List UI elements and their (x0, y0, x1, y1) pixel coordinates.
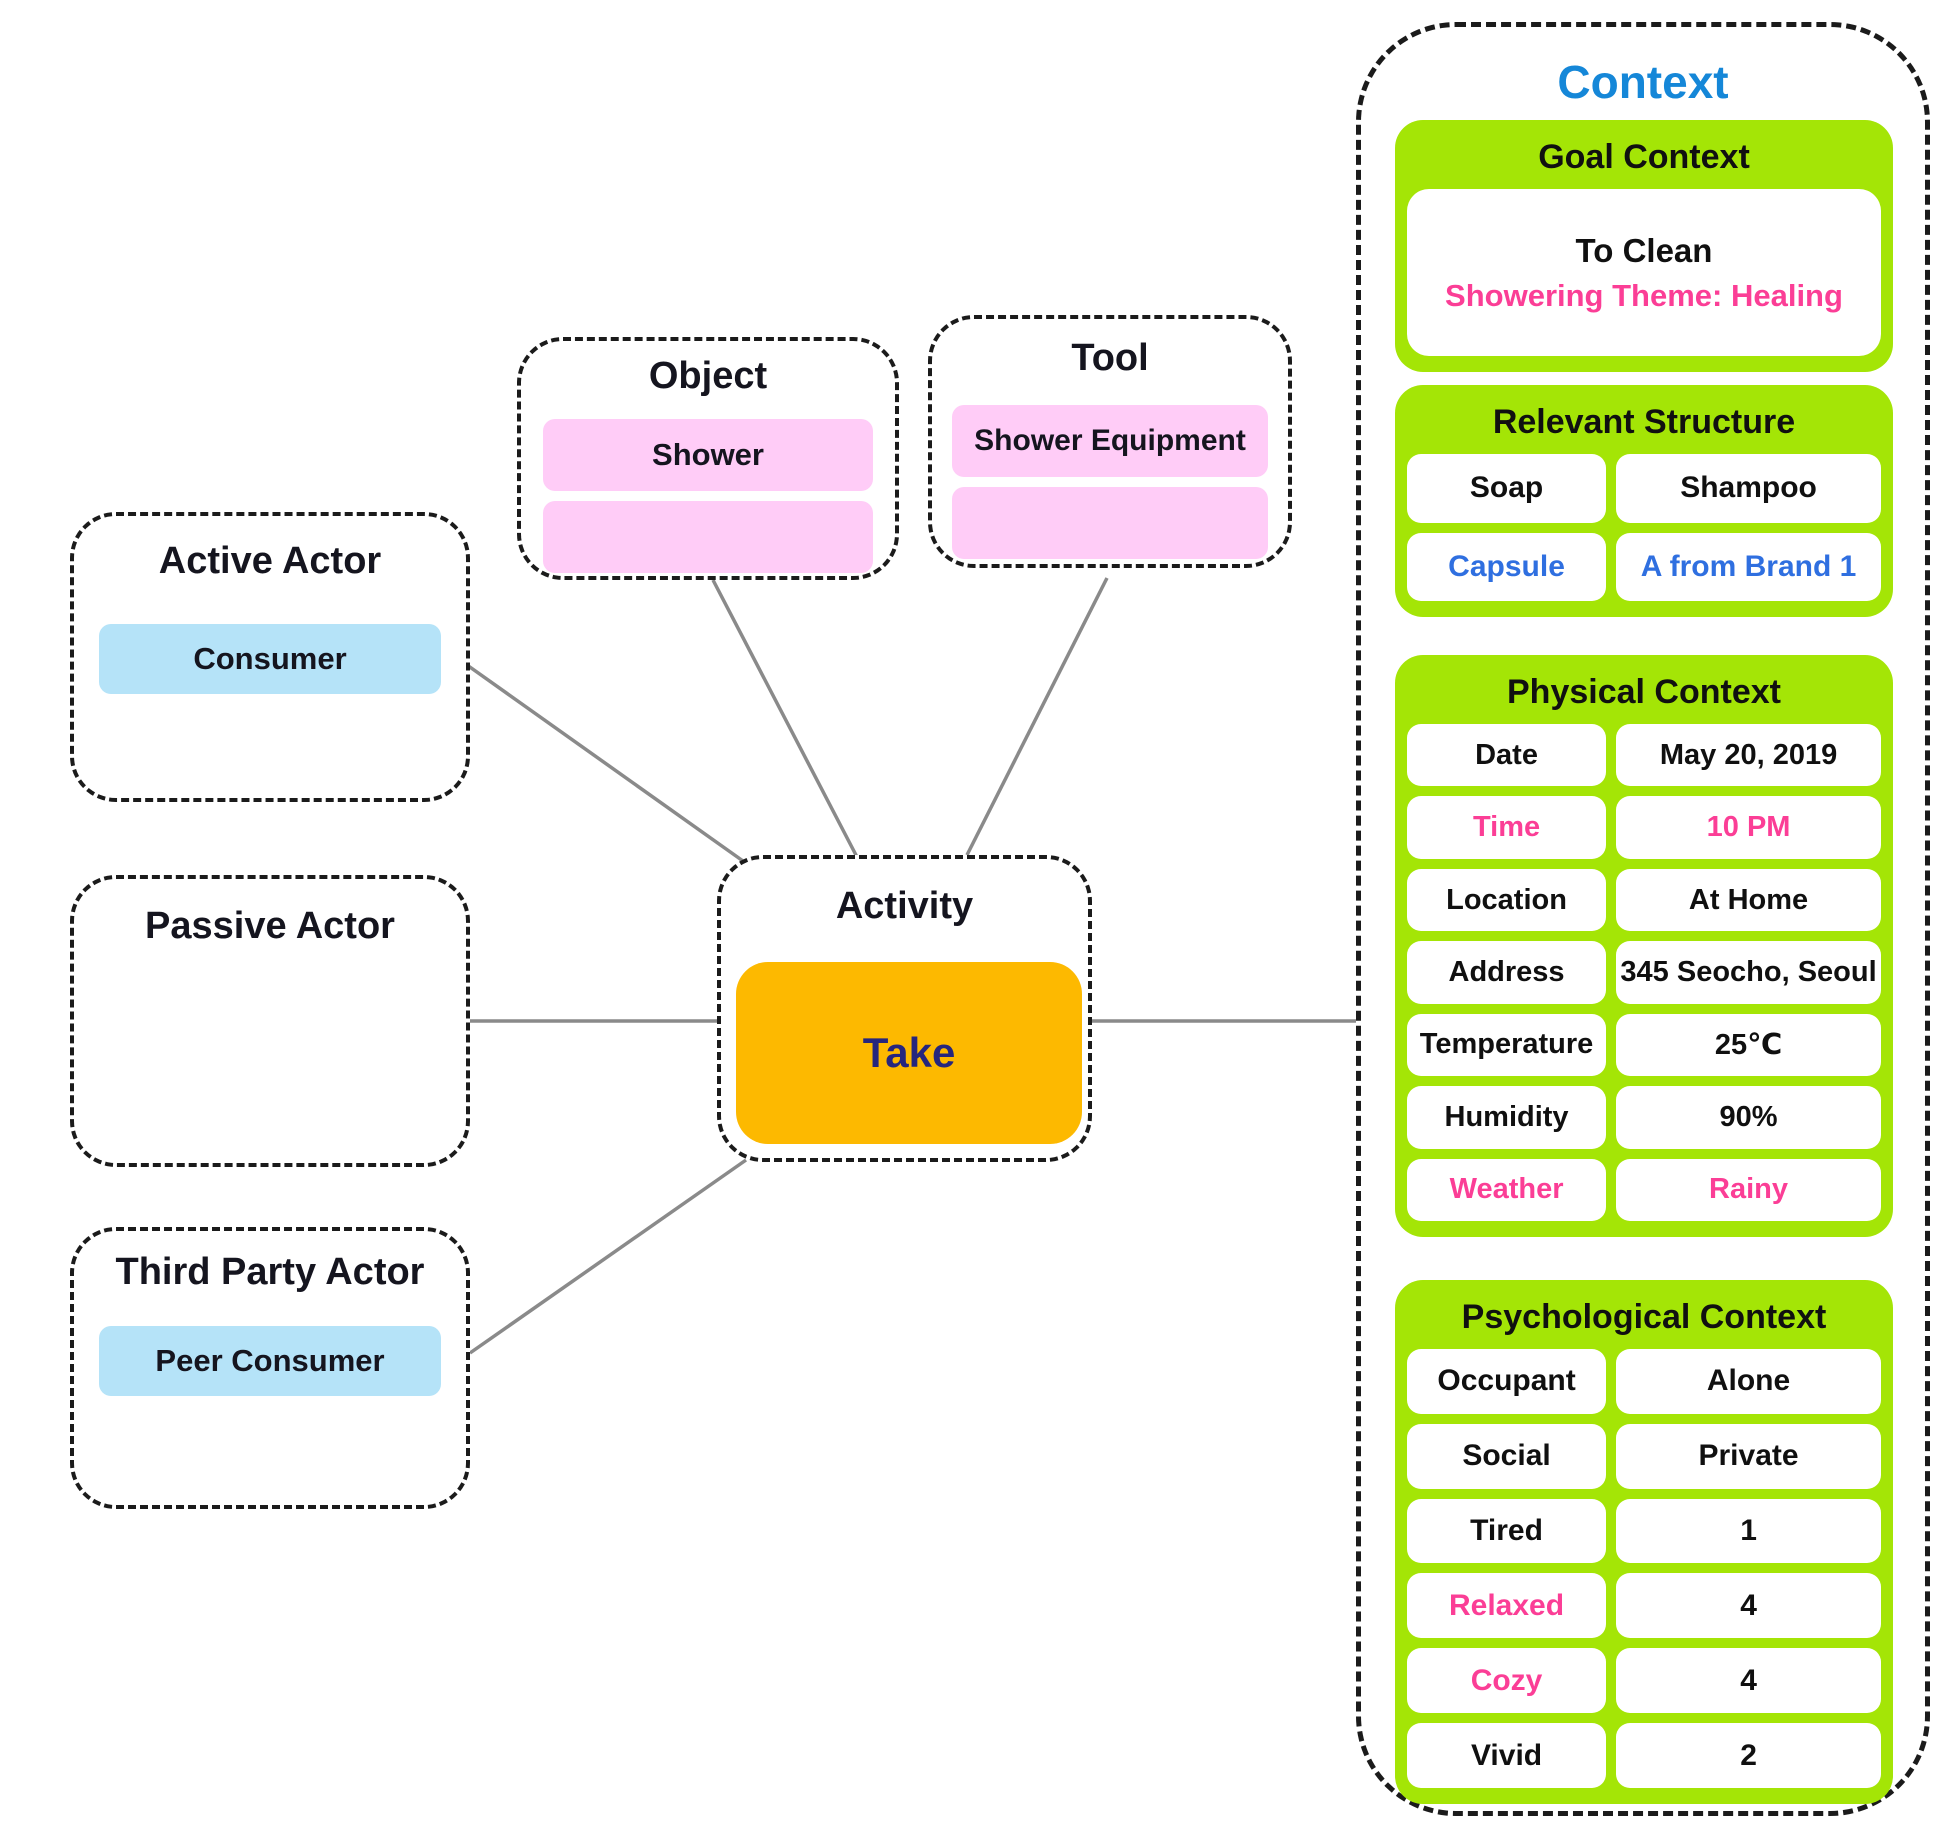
psych-label-cozy: Cozy (1407, 1648, 1607, 1714)
third-party-actor-value: Peer Consumer (99, 1326, 441, 1396)
psych-label-vivid: Vivid (1407, 1723, 1607, 1788)
physical-label-weather: Weather (1407, 1158, 1607, 1221)
goal-context-body: To Clean Showering Theme: Healing (1407, 189, 1881, 356)
physical-context-title: Physical Context (1507, 673, 1781, 711)
psych-value-social: Private (1616, 1423, 1881, 1489)
psych-label-social: Social (1407, 1423, 1607, 1489)
relevant-cell-capsule: Capsule (1407, 532, 1607, 601)
activity-box: Activity Take (717, 855, 1092, 1162)
third-party-actor-box: Third Party Actor Peer Consumer (70, 1227, 470, 1509)
physical-value-temperature: 25℃ (1616, 1013, 1881, 1077)
relevant-cell-soap: Soap (1407, 454, 1607, 523)
goal-context-section: Goal Context To Clean Showering Theme: H… (1395, 120, 1893, 372)
active-actor-value: Consumer (99, 624, 441, 694)
table-row: Humidity 90% (1407, 1086, 1881, 1149)
goal-context-title: Goal Context (1538, 138, 1750, 176)
physical-label-date: Date (1407, 724, 1607, 787)
physical-label-address: Address (1407, 941, 1607, 1004)
relevant-structure-section: Relevant Structure Soap Shampoo Capsule … (1395, 385, 1893, 617)
tool-title: Tool (1071, 337, 1149, 379)
object-title: Object (648, 355, 768, 397)
table-row: Time 10 PM (1407, 796, 1881, 859)
goal-line-2: Showering Theme: Healing (1445, 277, 1843, 313)
psych-value-relaxed: 4 (1616, 1573, 1881, 1639)
table-row: Soap Shampoo (1407, 454, 1881, 523)
psych-value-tired: 1 (1616, 1498, 1881, 1564)
table-row: Date May 20, 2019 (1407, 724, 1881, 787)
active-actor-title: Active Actor (158, 540, 382, 582)
table-row: Cozy 4 (1407, 1648, 1881, 1714)
psychological-context-title: Psychological Context (1461, 1298, 1827, 1336)
physical-value-date: May 20, 2019 (1616, 724, 1881, 787)
tool-empty-bar (952, 487, 1268, 559)
psych-label-tired: Tired (1407, 1498, 1607, 1564)
psych-label-occupant: Occupant (1407, 1349, 1607, 1414)
physical-context-section: Physical Context Date May 20, 2019 Time … (1395, 655, 1893, 1237)
physical-label-location: Location (1407, 868, 1607, 932)
line-third-party-activity (468, 1158, 748, 1355)
psychological-context-rows: Occupant Alone Social Private Tired 1 Re… (1407, 1349, 1881, 1788)
table-row: Temperature 25℃ (1407, 1013, 1881, 1077)
object-empty-bar (543, 501, 873, 573)
table-row: Address 345 Seocho, Seoul (1407, 941, 1881, 1004)
psychological-context-section: Psychological Context Occupant Alone Soc… (1395, 1280, 1893, 1804)
table-row: Occupant Alone (1407, 1349, 1881, 1414)
relevant-cell-shampoo: Shampoo (1616, 454, 1881, 523)
context-panel-title: Context (1557, 56, 1729, 108)
physical-context-rows: Date May 20, 2019 Time 10 PM Location At… (1407, 724, 1881, 1221)
line-active-actor-activity (465, 663, 745, 863)
passive-actor-box: Passive Actor (70, 875, 470, 1167)
physical-value-weather: Rainy (1616, 1158, 1881, 1221)
passive-actor-title: Passive Actor (145, 905, 395, 947)
relevant-structure-rows: Soap Shampoo Capsule A from Brand 1 (1407, 454, 1881, 601)
psych-value-vivid: 2 (1616, 1723, 1881, 1788)
physical-label-humidity: Humidity (1407, 1086, 1607, 1149)
table-row: Social Private (1407, 1423, 1881, 1489)
physical-value-location: At Home (1616, 868, 1881, 932)
tool-box: Tool Shower Equipment (928, 315, 1292, 568)
object-value: Shower (543, 419, 873, 491)
psych-value-occupant: Alone (1616, 1349, 1881, 1414)
line-object-activity (711, 579, 859, 858)
line-tool-activity (965, 577, 1109, 856)
activity-title: Activity (835, 885, 974, 927)
table-row: Relaxed 4 (1407, 1573, 1881, 1639)
table-row: Vivid 2 (1407, 1723, 1881, 1788)
table-row: Capsule A from Brand 1 (1407, 532, 1881, 601)
psych-value-cozy: 4 (1616, 1648, 1881, 1714)
psych-label-relaxed: Relaxed (1407, 1573, 1607, 1639)
active-actor-box: Active Actor Consumer (70, 512, 470, 802)
physical-value-address: 345 Seocho, Seoul (1616, 941, 1881, 1004)
context-panel: Context Goal Context To Clean Showering … (1356, 22, 1930, 1816)
tool-value: Shower Equipment (952, 405, 1268, 477)
physical-label-time: Time (1407, 796, 1607, 859)
physical-value-time: 10 PM (1616, 796, 1881, 859)
activity-value: Take (736, 962, 1082, 1144)
object-box: Object Shower (517, 337, 899, 580)
relevant-cell-brand: A from Brand 1 (1616, 532, 1881, 601)
table-row: Location At Home (1407, 868, 1881, 932)
goal-line-1: To Clean (1575, 231, 1713, 269)
physical-value-humidity: 90% (1616, 1086, 1881, 1149)
table-row: Tired 1 (1407, 1498, 1881, 1564)
relevant-structure-title: Relevant Structure (1492, 403, 1796, 441)
table-row: Weather Rainy (1407, 1158, 1881, 1221)
third-party-actor-title: Third Party Actor (115, 1251, 425, 1293)
physical-label-temperature: Temperature (1407, 1013, 1607, 1077)
